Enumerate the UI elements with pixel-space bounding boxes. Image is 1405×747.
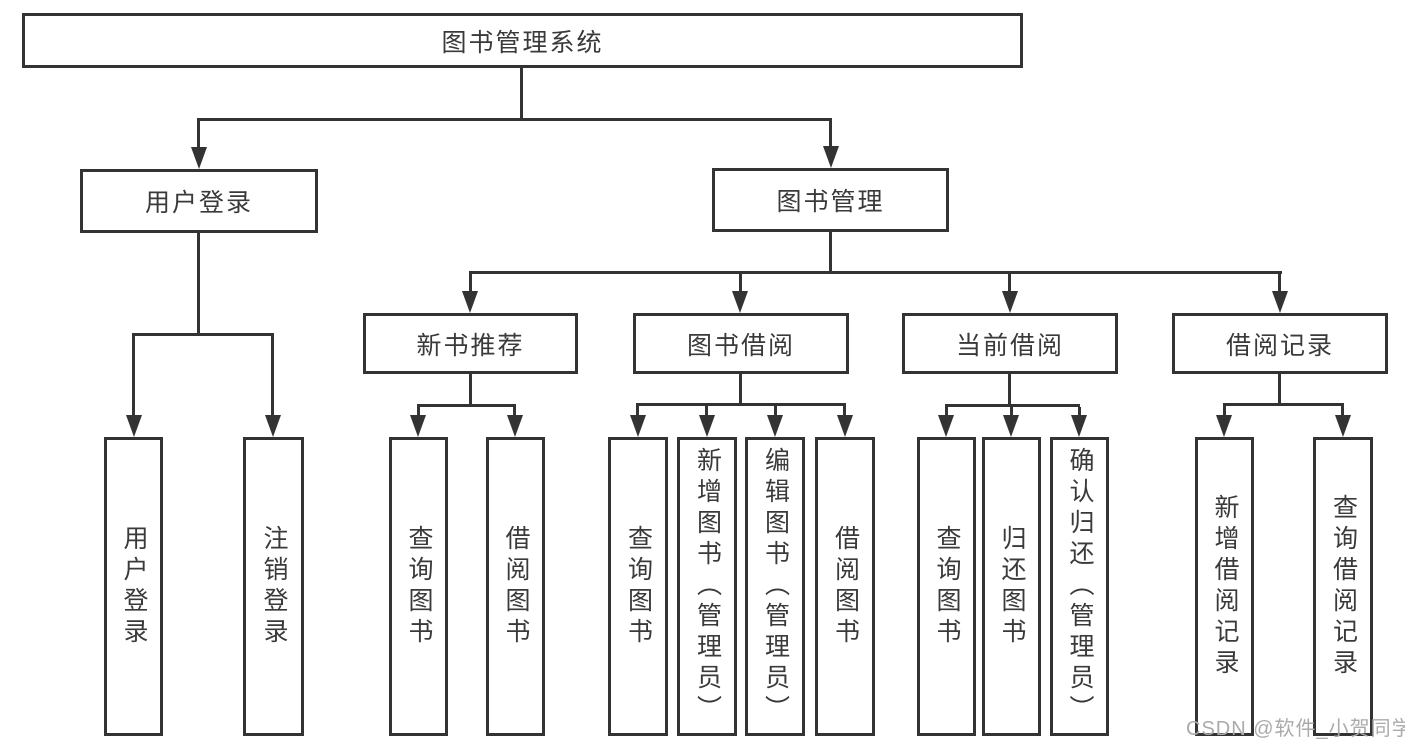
node-library-system-label: 图书管理系统 xyxy=(441,28,604,57)
connector-stub-login-child-1 xyxy=(132,336,135,416)
arrowhead-icon xyxy=(630,415,646,437)
connector-stub-login-child-2 xyxy=(271,336,274,416)
arrowhead-icon xyxy=(732,291,748,313)
connector-mgmt-vertical xyxy=(829,232,832,273)
connector-g2-stub-4 xyxy=(843,406,846,416)
connector-level2-horizontal xyxy=(197,118,832,121)
connector-g2-horizontal xyxy=(636,403,846,406)
connector-stub-group-3 xyxy=(1008,274,1011,292)
leaf-return-book-label: 归还图书 xyxy=(998,524,1026,649)
arrowhead-icon xyxy=(462,291,478,313)
connector-login-vertical xyxy=(197,233,200,335)
leaf-add-book-admin-label: 新增图书（管理员） xyxy=(693,447,722,726)
connector-stub-group-4 xyxy=(1278,274,1281,292)
arrowhead-icon xyxy=(191,147,207,169)
arrowhead-icon xyxy=(1216,415,1232,437)
connector-g2-stub-2 xyxy=(705,406,708,416)
connector-stub-group-2 xyxy=(739,274,742,292)
leaf-logout-label: 注销登录 xyxy=(260,524,288,649)
node-new-book-recommend-label: 新书推荐 xyxy=(416,331,525,360)
connector-g2-vertical xyxy=(739,374,742,404)
arrowhead-icon xyxy=(1335,415,1351,437)
connector-g2-stub-3 xyxy=(774,406,777,416)
leaf-borrow-book: 借阅图书 xyxy=(815,437,875,736)
connector-g3-stub-2 xyxy=(1010,407,1013,417)
leaf-add-book-admin: 新增图书（管理员） xyxy=(677,437,737,736)
arrowhead-icon xyxy=(1071,415,1087,437)
connector-g4-vertical xyxy=(1278,374,1281,404)
arrowhead-icon xyxy=(699,415,715,437)
arrowhead-icon xyxy=(126,415,142,437)
leaf-edit-book-admin: 编辑图书（管理员） xyxy=(745,437,805,736)
connector-g2-stub-1 xyxy=(636,406,639,416)
arrowhead-icon xyxy=(1003,415,1019,437)
arrowhead-icon xyxy=(823,146,839,168)
node-user-login-label: 用户登录 xyxy=(144,189,253,217)
connector-g4-horizontal xyxy=(1223,403,1344,406)
connector-root-vertical xyxy=(520,68,523,121)
arrowhead-icon xyxy=(1272,291,1288,313)
connector-level3-horizontal xyxy=(469,271,1282,274)
node-current-borrow-label: 当前借阅 xyxy=(955,331,1064,360)
leaf-query-book-borrow-label: 查询图书 xyxy=(624,524,653,649)
node-book-management-label: 图书管理 xyxy=(776,188,885,216)
leaf-confirm-return-admin-label: 确认归还（管理员） xyxy=(1066,447,1094,726)
connector-g4-stub-2 xyxy=(1341,406,1344,416)
node-borrow-records-label: 借阅记录 xyxy=(1225,331,1334,360)
leaf-confirm-return-admin: 确认归还（管理员） xyxy=(1050,437,1109,736)
leaf-logout: 注销登录 xyxy=(243,437,304,736)
arrowhead-icon xyxy=(767,415,783,437)
watermark: CSDN @软件_小贺同学 xyxy=(1186,718,1405,740)
connector-g3-vertical xyxy=(1008,374,1011,405)
node-book-management: 图书管理 xyxy=(712,168,949,232)
leaf-borrow-book-recommend-label: 借阅图书 xyxy=(502,524,530,649)
connector-stub-login xyxy=(197,121,200,149)
node-user-login: 用户登录 xyxy=(80,169,318,233)
node-book-borrow: 图书借阅 xyxy=(633,313,849,374)
node-new-book-recommend: 新书推荐 xyxy=(363,313,578,374)
connector-g1-horizontal xyxy=(417,404,516,407)
leaf-add-borrow-record-label: 新增借阅记录 xyxy=(1211,493,1239,680)
node-book-borrow-label: 图书借阅 xyxy=(686,331,795,360)
connector-g3-horizontal xyxy=(945,404,1080,407)
arrowhead-icon xyxy=(507,415,523,437)
leaf-user-login: 用户登录 xyxy=(104,437,163,736)
connector-g1-stub-2 xyxy=(513,407,516,417)
connector-g4-stub-1 xyxy=(1223,406,1226,416)
leaf-query-book-recommend: 查询图书 xyxy=(389,437,448,736)
leaf-add-borrow-record: 新增借阅记录 xyxy=(1195,437,1254,736)
leaf-query-book-borrow: 查询图书 xyxy=(608,437,668,736)
leaf-query-book-recommend-label: 查询图书 xyxy=(405,524,433,649)
leaf-borrow-book-recommend: 借阅图书 xyxy=(486,437,545,736)
leaf-query-borrow-record: 查询借阅记录 xyxy=(1313,437,1373,736)
connector-g1-vertical xyxy=(469,374,472,405)
leaf-return-book: 归还图书 xyxy=(982,437,1041,736)
connector-g1-stub-1 xyxy=(417,407,420,417)
connector-stub-mgmt xyxy=(829,121,832,148)
leaf-query-borrow-record-label: 查询借阅记录 xyxy=(1329,493,1358,680)
connector-g3-stub-1 xyxy=(945,407,948,417)
leaf-edit-book-admin-label: 编辑图书（管理员） xyxy=(761,447,790,726)
leaf-query-book-current-label: 查询图书 xyxy=(933,524,961,649)
arrowhead-icon xyxy=(265,415,281,437)
connector-g3-stub-3 xyxy=(1078,407,1081,417)
leaf-user-login-label: 用户登录 xyxy=(120,524,148,649)
arrowhead-icon xyxy=(938,415,954,437)
leaf-query-book-current: 查询图书 xyxy=(917,437,976,736)
node-library-system: 图书管理系统 xyxy=(22,13,1023,68)
node-borrow-records: 借阅记录 xyxy=(1172,313,1388,374)
connector-login-horizontal xyxy=(132,333,274,336)
leaf-borrow-book-label: 借阅图书 xyxy=(831,524,860,649)
arrowhead-icon xyxy=(410,415,426,437)
arrowhead-icon xyxy=(837,415,853,437)
node-current-borrow: 当前借阅 xyxy=(902,313,1118,374)
arrowhead-icon xyxy=(1002,291,1018,313)
connector-stub-group-1 xyxy=(469,274,472,292)
